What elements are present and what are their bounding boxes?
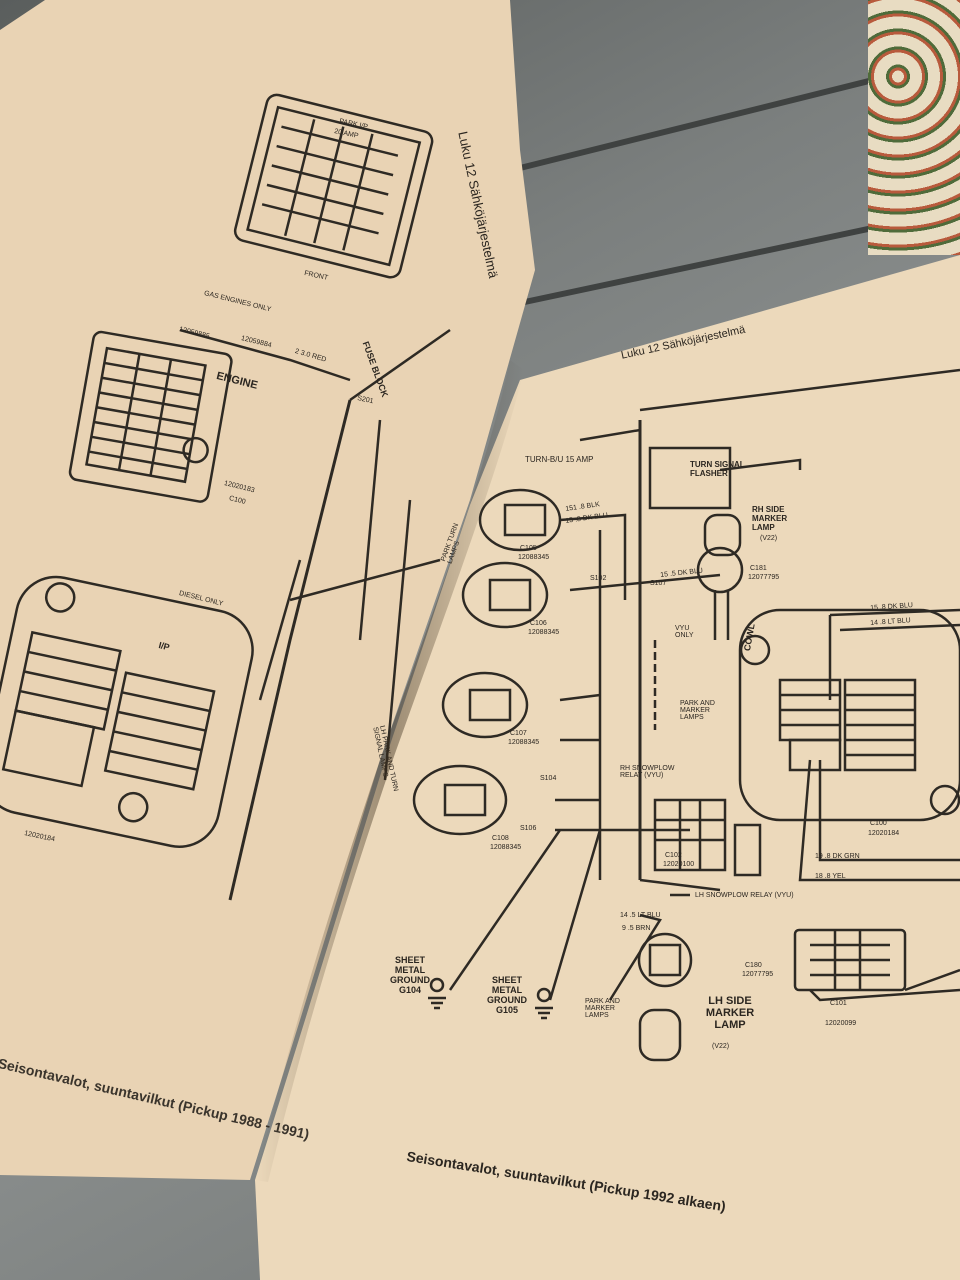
park-marker-label: PARK AND MARKER LAMPS xyxy=(680,700,715,721)
lh-snowplow-relay-box xyxy=(733,823,762,877)
c100-connector-drawing xyxy=(738,608,960,822)
ground-g104-label: SHEET METAL GROUND G104 xyxy=(390,955,430,995)
rh-park-lamp-connector xyxy=(478,488,562,552)
vyu-only-label: VYU ONLY xyxy=(675,625,694,639)
c105-label: C105 xyxy=(520,545,537,552)
wire-brn-label: 9 .5 BRN xyxy=(622,925,651,932)
lh-park-lamp-connector xyxy=(441,671,529,739)
wire-ltblu-b-label: 14 .5 LT BLU xyxy=(620,912,661,919)
lh-v22-label: (V22) xyxy=(712,1043,730,1050)
rh-side-marker-lamp-drawing xyxy=(696,513,744,640)
wire-dkgrn-label: 19 .8 DK GRN xyxy=(815,853,860,860)
turn-fuse-label: TURN-B/U 15 AMP xyxy=(525,455,594,464)
c102-part-label: 12020100 xyxy=(663,861,695,868)
park-marker-b-label: PARK AND MARKER LAMPS xyxy=(585,998,620,1019)
c101-label: C101 xyxy=(830,1000,847,1007)
c100-right-label: C100 xyxy=(870,820,887,827)
c105-part-label: 12088345 xyxy=(518,554,550,561)
c181-part-label: 12077795 xyxy=(748,574,780,581)
s102-label: S102 xyxy=(590,575,607,582)
c106-part-label: 12088345 xyxy=(528,629,560,636)
c107-label: C107 xyxy=(510,730,527,737)
patterned-cloth xyxy=(868,0,960,255)
c102-label: C102 xyxy=(665,852,682,859)
s106-label: S106 xyxy=(520,825,537,832)
wire-yel-label: 18 .8 YEL xyxy=(815,873,846,880)
lh-turn-lamp-connector xyxy=(412,764,508,836)
c101-part-label: 12020099 xyxy=(825,1020,857,1027)
engine-connector-drawing xyxy=(68,330,233,503)
c102-connector-drawing xyxy=(653,798,727,872)
lh-side-marker-lamp-drawing xyxy=(637,932,693,1062)
ip-connector-drawing xyxy=(0,575,254,848)
rh-turn-lamp-connector xyxy=(461,561,549,629)
c106-label: C106 xyxy=(530,620,547,627)
lh-side-marker-label: LH SIDE MARKER LAMP xyxy=(705,995,755,1031)
c107-part-label: 12088345 xyxy=(508,739,540,746)
rh-v22-label: (V22) xyxy=(760,535,778,542)
c108-label: C108 xyxy=(492,835,509,842)
c100-right-part-label: 12020184 xyxy=(868,830,900,837)
turn-signal-flasher-label: TURN SIGNAL FLASHER xyxy=(690,460,745,478)
c180-label: C180 xyxy=(745,962,762,969)
s107-label: S107 xyxy=(650,580,667,587)
turn-flasher-box xyxy=(648,446,732,510)
ground-g105-label: SHEET METAL GROUND G105 xyxy=(487,975,527,1015)
rh-side-marker-label: RH SIDE MARKER LAMP xyxy=(752,505,788,532)
s104-label: S104 xyxy=(540,775,557,782)
rh-snowplow-label: RH SNOWPLOW RELAY (VYU) xyxy=(620,765,675,779)
c108-part-label: 12088345 xyxy=(490,844,522,851)
c101-connector-drawing xyxy=(793,928,907,992)
c181-label: C181 xyxy=(750,565,767,572)
c180-part-label: 12077795 xyxy=(742,971,774,978)
lh-snowplow-label: LH SNOWPLOW RELAY (VYU) xyxy=(695,892,794,899)
fuse-block-drawing xyxy=(233,93,434,279)
ground-g105-symbol xyxy=(535,987,553,1020)
